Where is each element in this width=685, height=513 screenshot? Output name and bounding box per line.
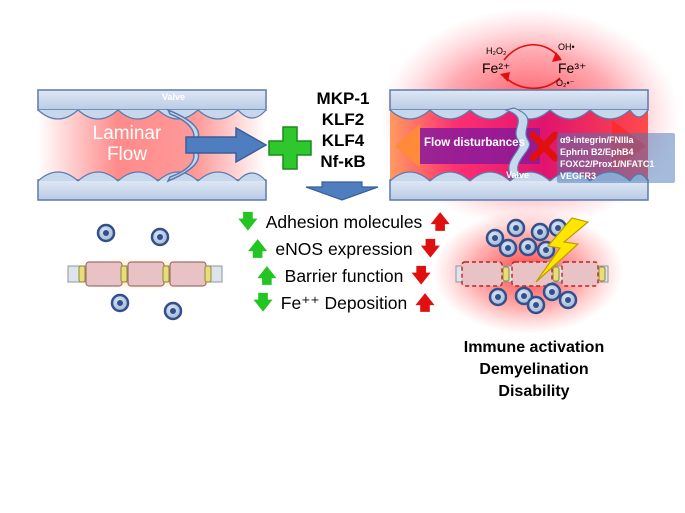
arrow-up-icon: 🡅	[257, 265, 277, 287]
inflamed-endothelial-cells	[461, 261, 599, 287]
factor-item: MKP-1	[316, 89, 370, 108]
inflamed-barrier	[433, 210, 623, 334]
transcription-factors: MKP-1 KLF2 KLF4 Nf-κB	[310, 88, 376, 172]
arrow-down-icon: 🡇	[238, 211, 258, 233]
effect-label: Fe⁺⁺ Deposition	[280, 292, 408, 313]
left-top-endothelium	[37, 109, 267, 120]
effect-row-enos: 🡅 eNOS expression 🡇	[224, 236, 464, 262]
healthy-endothelial-cells	[85, 261, 207, 287]
lightning-bolt-icon	[535, 217, 590, 283]
gene-item: α9-integrin/FNIIIa	[560, 135, 634, 145]
clinical-outcomes: Immune activation Demyelination Disabili…	[446, 337, 622, 403]
superoxide-label: O₂•⁻	[556, 78, 575, 88]
tight-junctions	[78, 265, 212, 283]
factor-item: KLF4	[321, 131, 365, 150]
plus-icon	[268, 126, 312, 170]
arrow-up-icon: 🡅	[430, 211, 450, 233]
disrupted-junctions	[502, 266, 606, 282]
effect-row-barrier: 🡅 Barrier function 🡇	[224, 263, 464, 289]
left-bottom-wall	[37, 179, 267, 201]
outcome-item: Immune activation	[463, 339, 605, 356]
flow-disturbances-label: Flow disturbances	[424, 137, 525, 149]
h2o2-label: H₂O₂	[486, 46, 507, 56]
effect-label: Barrier function	[284, 265, 404, 286]
redox-arrowhead-top	[552, 52, 562, 62]
right-valve-label: Valve	[506, 170, 530, 180]
outcome-item: Demyelination	[479, 361, 589, 378]
left-vessel	[37, 89, 268, 201]
left-bottom-endothelium	[37, 171, 267, 182]
factor-item: Nf-κB	[320, 152, 366, 171]
gene-list-backdrop	[557, 133, 675, 183]
laminar-flow-line1: Laminar	[92, 123, 162, 144]
factor-item: KLF2	[321, 110, 365, 129]
fe3-label: Fe³⁺	[558, 60, 587, 76]
right-top-endothelium	[389, 109, 649, 120]
healthy-immune-cells	[96, 223, 183, 321]
arrow-down-icon: 🡇	[411, 265, 431, 287]
effect-row-iron: 🡇 Fe⁺⁺ Deposition 🡅	[224, 290, 464, 316]
right-top-wall	[389, 89, 649, 111]
gene-list: α9-integrin/FNIIIa Ephrin B2/EphB4 FOXC2…	[560, 134, 654, 182]
outcome-item: Disability	[498, 383, 570, 400]
effect-row-adhesion: 🡇 Adhesion molecules 🡅	[224, 209, 464, 235]
gene-item: FOXC2/Prox1/NFATC1	[560, 159, 655, 169]
effect-label: eNOS expression	[275, 238, 413, 259]
laminar-flow-arrow	[185, 126, 268, 164]
factors-down-arrow	[305, 181, 379, 201]
laminar-flow-line2: Flow	[106, 144, 148, 165]
right-valve	[503, 107, 531, 179]
cross-icon	[529, 131, 559, 162]
gene-item: Ephrin B2/EphB4	[560, 147, 634, 157]
laminar-flow-label: Laminar Flow	[92, 123, 162, 165]
hydroxyl-label: OH•	[558, 42, 575, 52]
arrow-down-icon: 🡇	[253, 292, 273, 314]
infiltrating-immune-cells	[485, 218, 578, 315]
fe2-label: Fe²⁺	[482, 60, 511, 76]
left-valve-label: Valve	[162, 92, 186, 102]
healthy-barrier	[60, 223, 228, 321]
flow-disturbance-arrow-left	[395, 124, 420, 168]
left-top-wall	[37, 89, 267, 111]
arrow-down-icon: 🡇	[420, 238, 441, 260]
gene-item: VEGFR3	[560, 171, 597, 181]
effect-label: Adhesion molecules	[265, 211, 423, 232]
arrow-up-icon: 🡅	[247, 238, 268, 260]
redox-arrowhead-bottom	[500, 72, 510, 82]
right-vessel	[380, 8, 680, 228]
flow-disturbance-band	[404, 128, 540, 164]
arrow-up-icon: 🡅	[415, 292, 435, 314]
